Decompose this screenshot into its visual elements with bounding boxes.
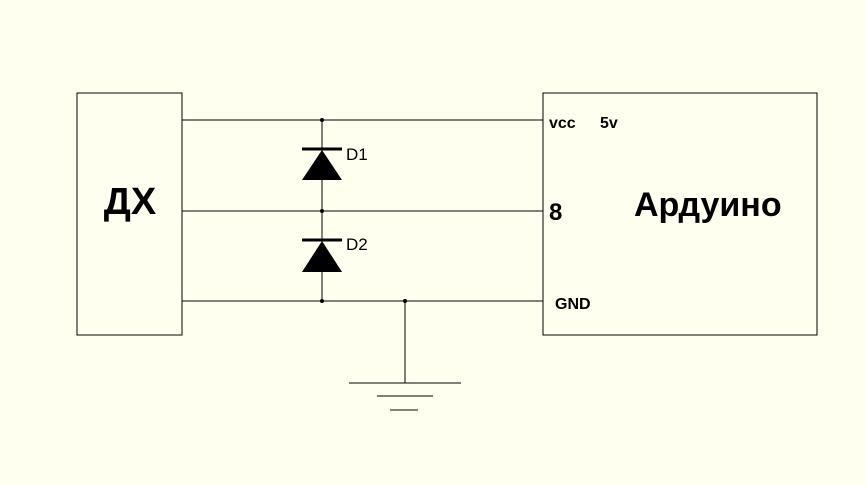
- pin-gnd-label: GND: [555, 296, 591, 313]
- right-block: [542, 92, 818, 336]
- left-block: [76, 92, 183, 336]
- junction-dot-gnd-diode: [320, 299, 324, 303]
- pin-signal-label: 8: [549, 199, 562, 226]
- diode-d2-label: D2: [346, 235, 368, 254]
- diode-d1-label: D1: [346, 145, 368, 164]
- right-block-label: Ардуино: [634, 186, 782, 224]
- pin-vcc-label: vcc: [549, 115, 576, 132]
- junction-dot-vcc: [320, 118, 324, 122]
- diode-d2: [302, 238, 342, 272]
- pin-vcc-voltage-label: 5v: [600, 115, 618, 132]
- ground-icon: [349, 382, 461, 411]
- junction-dot-signal: [320, 209, 324, 213]
- left-block-label: ДХ: [104, 181, 157, 223]
- diode-d1: [302, 147, 342, 180]
